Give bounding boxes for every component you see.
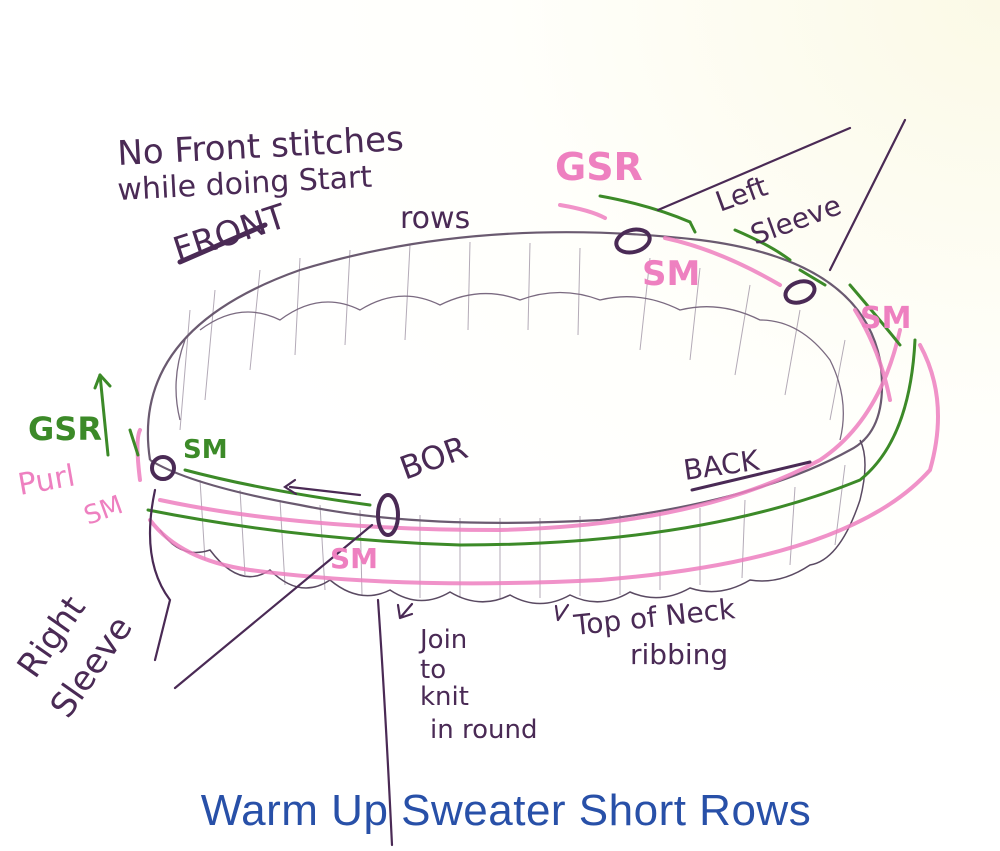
join-label-3: knit <box>420 682 469 712</box>
note-line-3: rows <box>400 201 470 236</box>
green-short-rows <box>93 194 917 547</box>
gsr-left-label: GSR <box>28 410 102 448</box>
sm-top-label: SM <box>642 254 700 294</box>
neck-ribbing-top-edge <box>159 439 866 605</box>
join-label-1: Join <box>418 625 467 655</box>
purl-label: Purl <box>15 458 77 502</box>
join-label-4: in round <box>430 715 537 745</box>
neck-label-2: ribbing <box>630 638 728 671</box>
join-label-2: to <box>420 655 446 685</box>
sm-left-pink-label: SM <box>80 490 127 532</box>
neck-oval <box>146 231 884 524</box>
neck-label-1: Top of Neck <box>571 592 737 642</box>
sm-right-label: SM <box>860 301 911 336</box>
left-sleeve-label-1: Left <box>711 170 772 219</box>
inner-cast-on-edge <box>199 291 844 441</box>
leader-lines <box>148 118 907 847</box>
bor-label: BOR <box>395 428 473 487</box>
diagram-title: Warm Up Sweater Short Rows <box>200 786 812 835</box>
back-label: BACK <box>681 444 761 487</box>
sm-left-green-label: SM <box>183 435 228 465</box>
stitch-markers <box>150 227 817 537</box>
sm-bottom-label: SM <box>330 542 378 575</box>
front-label: FRONT <box>168 197 291 271</box>
pink-short-rows <box>135 203 940 586</box>
gsr-top-label: GSR <box>555 145 643 189</box>
